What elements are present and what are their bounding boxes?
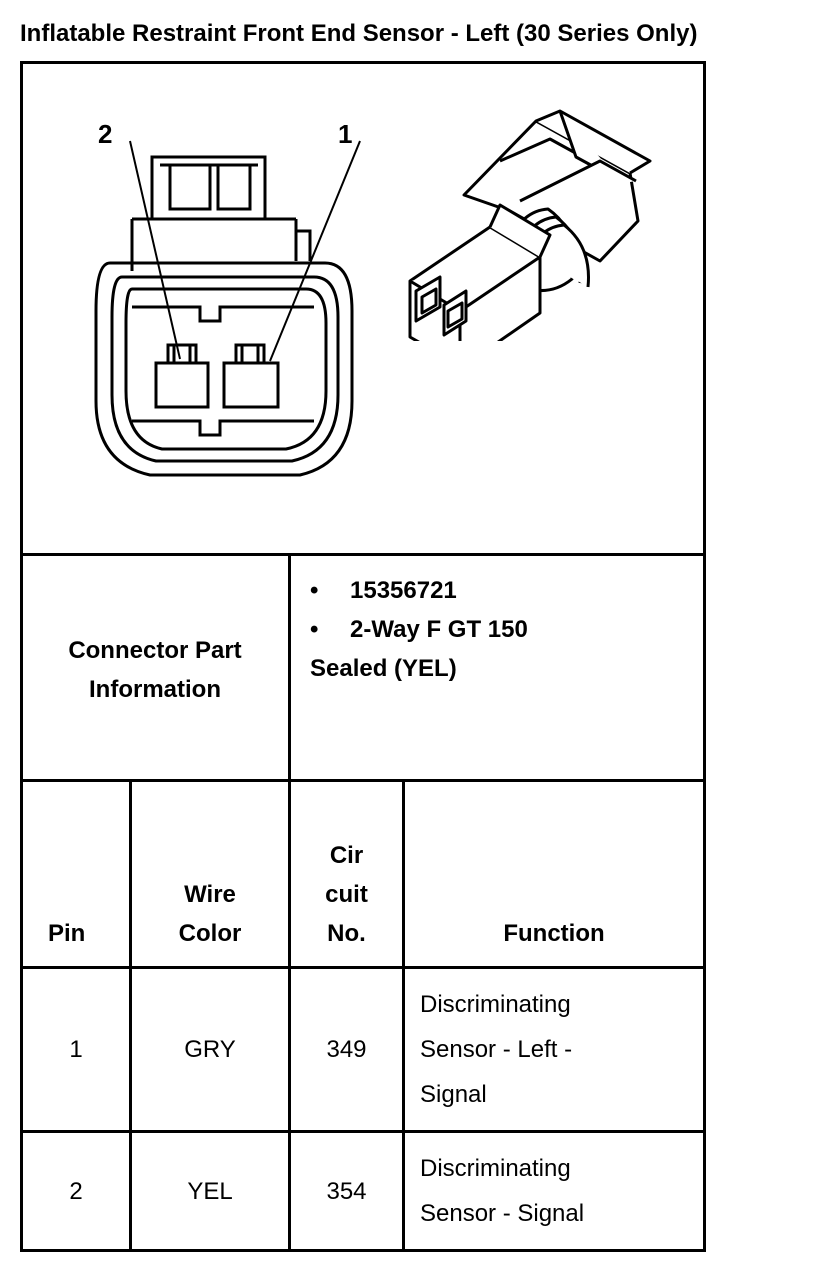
header-wire-color-line1: Wire	[184, 881, 236, 908]
row1-wire-color: GRY	[184, 1036, 236, 1063]
header-wire-color-line2: Color	[178, 920, 242, 947]
connector-info-list: 15356721 2-Way F GT 150	[310, 571, 690, 649]
divider-col-info	[288, 553, 291, 781]
row2-circuit: 354	[326, 1178, 367, 1205]
header-circuit-line3: No.	[327, 920, 366, 947]
connector-sheet: 2 1 Connector Part Information	[20, 61, 706, 1252]
row1-function-line1: Discriminating	[420, 991, 571, 1018]
pin-label-1: 1	[338, 119, 353, 149]
divider-row1	[20, 1130, 706, 1133]
row1-pin: 1	[69, 1036, 83, 1063]
connector-info-label: Connector Part Information	[68, 637, 242, 703]
header-circuit-line1: Cir	[329, 842, 364, 869]
pin-label-2: 2	[98, 119, 113, 149]
row2-function-line2: Sensor - Signal	[420, 1200, 585, 1227]
row1-function-line2: Sensor - Left -	[420, 1036, 573, 1063]
divider-col-wire	[288, 779, 291, 1252]
header-circuit-line2: cuit	[325, 881, 368, 908]
header-circuit-number: Cir cuit No.	[291, 836, 402, 953]
connector-info-details: 15356721 2-Way F GT 150 Sealed (YEL)	[310, 571, 690, 688]
row2-pin: 2	[69, 1178, 83, 1205]
divider-connector-info	[20, 779, 706, 782]
connector-description-line2: Sealed (YEL)	[310, 655, 457, 682]
row2-wire-color: YEL	[187, 1178, 233, 1205]
frame-top	[20, 61, 706, 64]
row2-function-line1: Discriminating	[420, 1155, 571, 1182]
row1-function: Discriminating Sensor - Left - Signal	[420, 982, 700, 1117]
frame-bottom	[20, 1249, 706, 1252]
header-wire-color: Wire Color	[132, 875, 288, 953]
page-title: Inflatable Restraint Front End Sensor - …	[20, 20, 698, 47]
part-number: 15356721	[310, 571, 690, 610]
divider-diagram	[20, 553, 706, 556]
connector-isometric-illustration	[408, 109, 652, 341]
divider-header	[20, 966, 706, 969]
divider-col-pin	[129, 779, 132, 1252]
divider-col-circuit	[402, 779, 405, 1252]
header-function: Function	[503, 920, 605, 947]
row1-circuit: 349	[326, 1036, 367, 1063]
row2-function: Discriminating Sensor - Signal	[420, 1146, 700, 1236]
header-pin: Pin	[48, 920, 86, 947]
connector-description: 2-Way F GT 150	[310, 610, 690, 649]
row1-function-line3: Signal	[420, 1081, 487, 1108]
connector-face-diagram	[94, 140, 361, 477]
frame-right	[703, 61, 706, 1252]
frame-left	[20, 61, 23, 1252]
